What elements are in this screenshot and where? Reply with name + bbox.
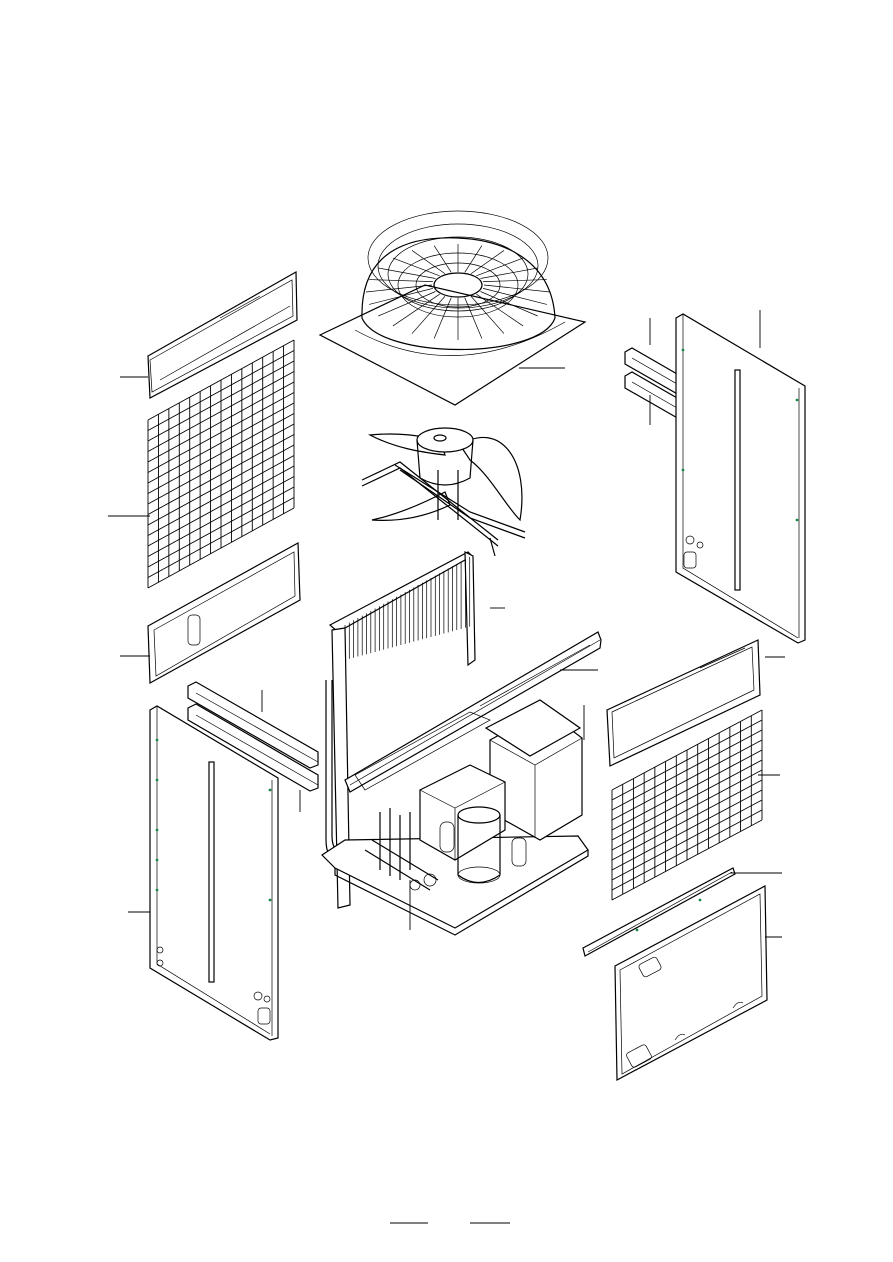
dome-rib — [480, 267, 538, 279]
left-lower-panel — [147, 542, 301, 684]
top-brace-rail — [344, 631, 602, 793]
accent-dot — [155, 888, 159, 892]
accent-dot — [155, 778, 159, 782]
grid-wire — [147, 339, 295, 421]
dome-rib — [464, 297, 483, 339]
dome-rib — [433, 297, 452, 339]
grid-wire — [147, 413, 295, 494]
grid-wire — [147, 465, 295, 547]
fan-orifice-top — [318, 210, 587, 406]
callout-leaders — [108, 310, 785, 938]
grid-wire — [147, 444, 295, 526]
dome-rib — [470, 296, 505, 334]
grid-wire — [611, 749, 763, 831]
service-panel — [614, 885, 768, 1081]
accent-dot — [635, 928, 639, 932]
dome-rib — [476, 257, 524, 277]
dome-rib — [392, 257, 440, 277]
dome-rib — [378, 267, 436, 279]
grid-wire — [147, 402, 295, 484]
grid-wire — [147, 371, 295, 452]
accent-dot — [698, 898, 702, 902]
grid-wire — [611, 819, 763, 901]
dome-rib — [411, 250, 446, 275]
right-side-panel — [675, 313, 806, 644]
grid-wire — [611, 719, 763, 801]
dome-rib — [378, 291, 436, 317]
accent-dot — [268, 898, 272, 902]
dome-rib — [464, 245, 483, 273]
accent-dot — [795, 398, 799, 402]
top-grille-frame — [147, 270, 298, 399]
dome-rib — [392, 293, 440, 327]
dome-rib — [483, 284, 551, 293]
dome-rib — [470, 250, 505, 275]
accent-dot — [155, 828, 159, 832]
accent-dot — [155, 858, 159, 862]
base-rail — [582, 867, 736, 957]
grid-wire — [611, 779, 763, 861]
condenser-coil — [325, 551, 476, 909]
right-front-panel — [606, 639, 761, 767]
compressor-base-assembly — [321, 699, 589, 936]
grid-wire — [611, 769, 763, 851]
grid-wire — [611, 799, 763, 881]
grid-wire — [147, 455, 295, 536]
dome-rib — [411, 296, 446, 334]
grid-wire — [147, 423, 295, 505]
grid-wire — [147, 507, 295, 589]
accent-dot — [681, 468, 685, 472]
left-side-panel — [149, 705, 279, 1041]
accent-dot — [795, 518, 799, 522]
right-guard-grid — [611, 709, 763, 901]
accent-dot — [155, 738, 159, 742]
grid-wire — [611, 809, 763, 891]
grid-wire — [147, 497, 295, 578]
left-guard-grid — [147, 339, 295, 589]
grid-wire — [611, 739, 763, 821]
dome-rib — [476, 293, 524, 327]
left-brace-pair — [187, 681, 319, 792]
accent-dot — [681, 348, 685, 352]
grid-wire — [147, 392, 295, 473]
grid-wire — [147, 476, 295, 557]
fan-motor-assembly — [361, 427, 526, 557]
dome-rib — [483, 288, 547, 305]
grid-wire — [611, 709, 763, 791]
dome-rib — [483, 279, 547, 282]
dome-rib — [365, 284, 433, 293]
grid-wire — [611, 789, 763, 871]
grid-wire — [611, 759, 763, 841]
grid-wire — [147, 360, 295, 442]
dome-rib — [480, 291, 538, 317]
dome-rib — [433, 245, 452, 273]
accent-dot — [268, 788, 272, 792]
grid-wire — [147, 434, 295, 515]
grid-wire — [147, 486, 295, 568]
dome-rib — [369, 288, 433, 305]
grid-wire — [147, 381, 295, 463]
dome-rib — [369, 279, 433, 282]
grid-wire — [611, 729, 763, 811]
grid-wire — [147, 350, 295, 431]
